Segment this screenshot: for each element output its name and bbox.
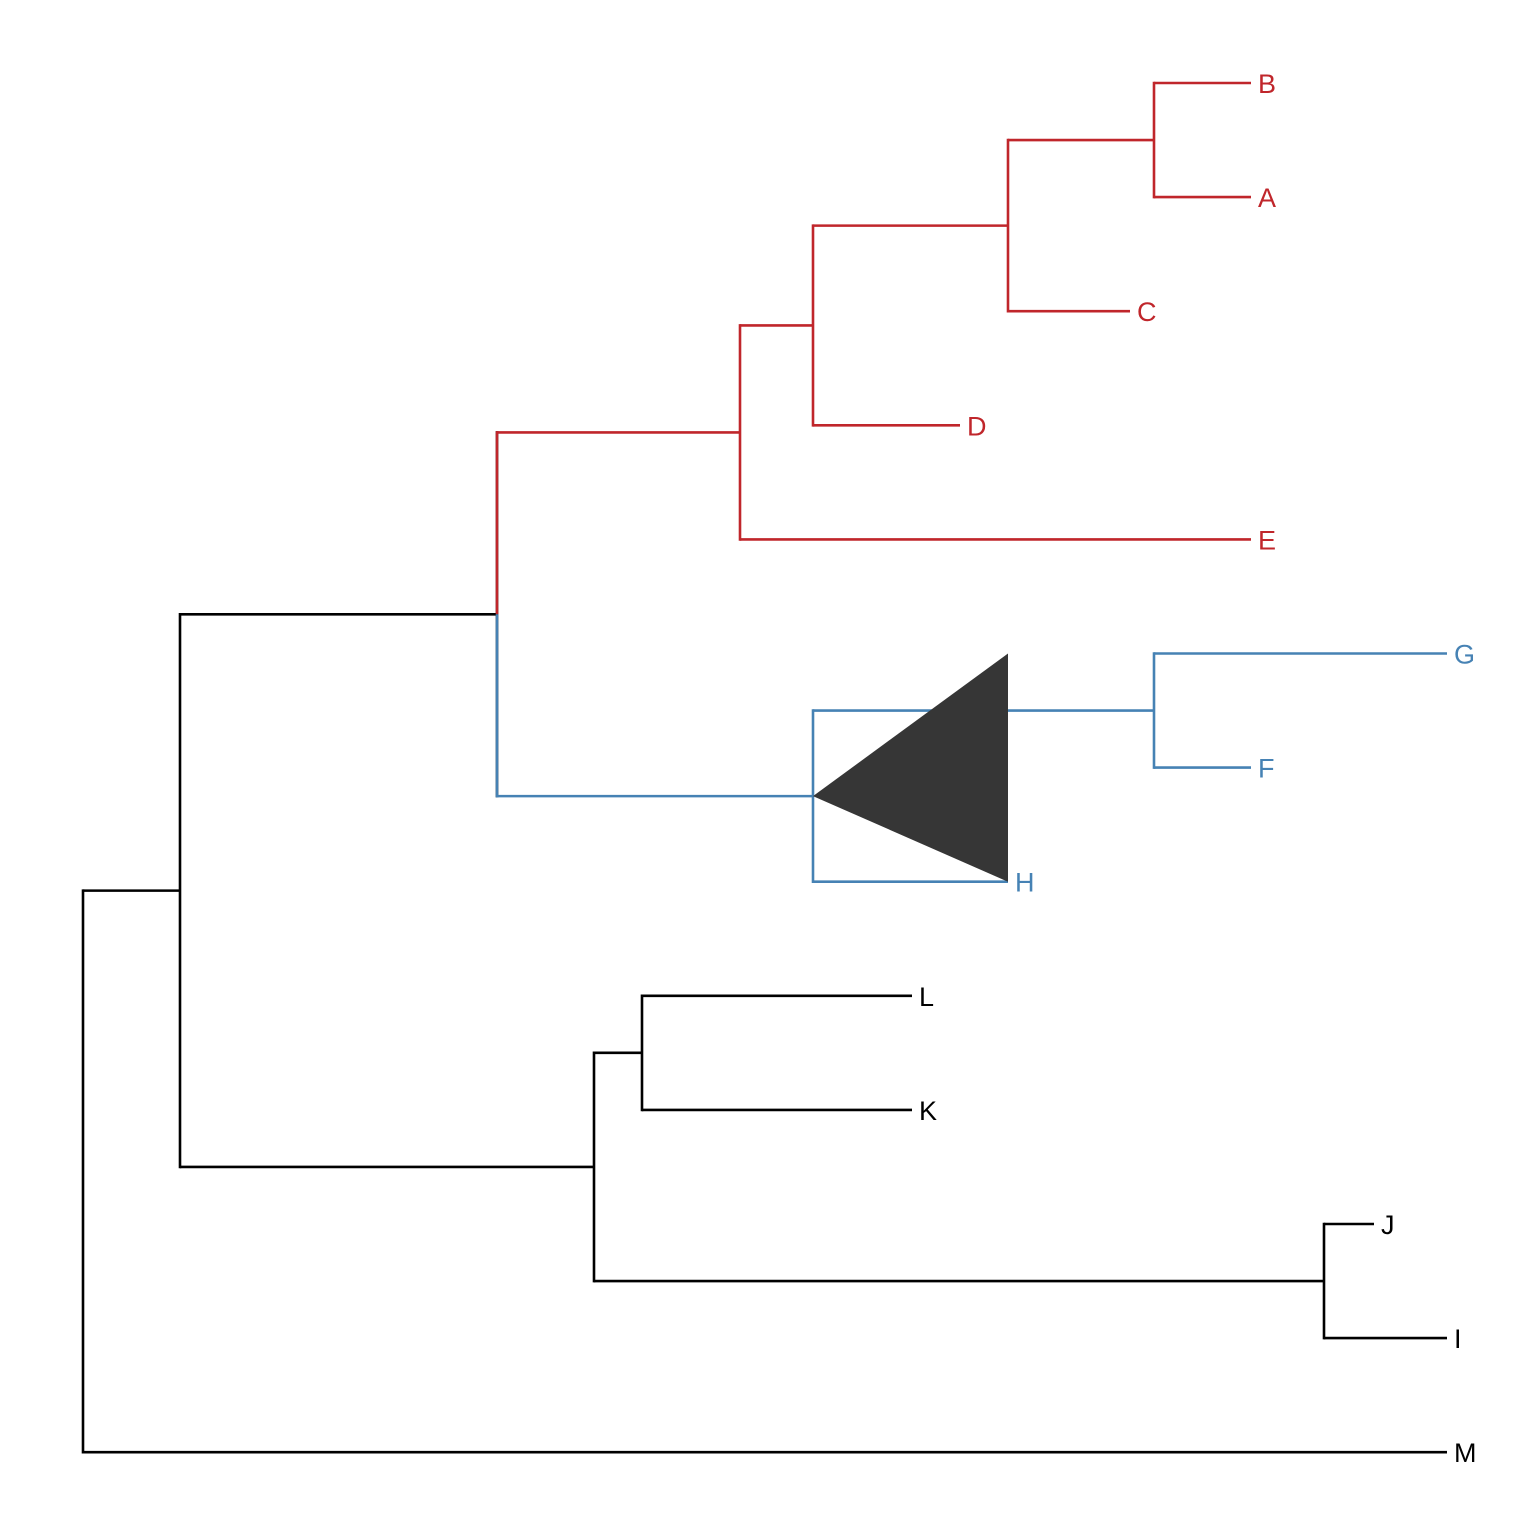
tip-label-D: D	[967, 411, 987, 441]
tip-label-G: G	[1454, 640, 1475, 670]
tip-label-K: K	[919, 1096, 937, 1126]
tip-label-J: J	[1381, 1210, 1395, 1240]
tip-label-M: M	[1454, 1438, 1477, 1468]
tip-label-C: C	[1137, 297, 1157, 327]
tip-label-H: H	[1015, 868, 1035, 898]
tip-label-L: L	[919, 982, 934, 1012]
tip-label-F: F	[1258, 754, 1275, 784]
tip-label-B: B	[1258, 69, 1276, 99]
tip-label-A: A	[1258, 183, 1276, 213]
tip-label-E: E	[1258, 525, 1276, 555]
tip-label-I: I	[1454, 1324, 1462, 1354]
collapsed-clade-triangle[interactable]	[813, 653, 1008, 882]
